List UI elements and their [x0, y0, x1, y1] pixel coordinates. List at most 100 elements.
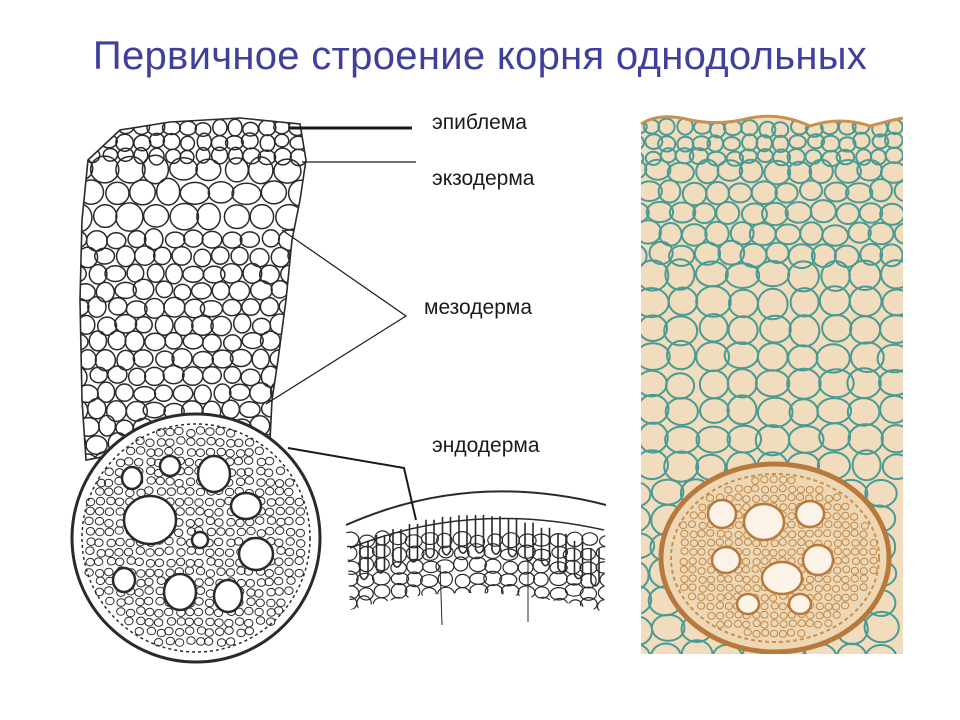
micrograph-stele-cell — [851, 547, 860, 556]
cortex-cell — [309, 246, 328, 266]
stele-cell — [294, 556, 304, 566]
micrograph-stele-cell — [779, 620, 788, 628]
micrograph-stele-cell — [797, 629, 806, 638]
stele-cell — [85, 546, 95, 556]
micrograph-cell — [722, 136, 742, 152]
stele-cell — [146, 626, 157, 636]
micrograph-cell — [844, 182, 874, 204]
cortex-cell — [210, 315, 233, 337]
micrograph-stele-cell — [779, 503, 788, 512]
stele-cell — [134, 588, 144, 597]
micrograph-cell — [774, 182, 799, 204]
label-epiblema: эпиблема — [432, 111, 527, 134]
micrograph-cell — [648, 240, 674, 266]
micrograph-cell — [644, 133, 664, 150]
stele-cell — [296, 539, 306, 548]
stele-cell — [274, 606, 284, 615]
stele-cell — [224, 626, 234, 635]
cortex-cell — [196, 202, 222, 231]
cortex-cell — [128, 179, 157, 206]
stele-cell — [266, 617, 276, 627]
cortex-cell — [106, 232, 127, 250]
micrograph-stele-cell — [869, 566, 878, 575]
stele-cell — [216, 447, 227, 457]
stele-cell — [266, 516, 277, 525]
micrograph-stele-cell — [688, 565, 697, 574]
stele-cell — [264, 577, 274, 587]
micrograph-stele-cell — [770, 619, 779, 628]
stele-cell — [134, 557, 145, 567]
detail-cell — [346, 545, 358, 561]
micrograph-stele-cell — [741, 565, 751, 574]
stele-cell — [264, 569, 274, 578]
micrograph-cell — [879, 314, 903, 345]
micrograph-stele-cell — [806, 611, 815, 620]
micrograph-stele-cell — [833, 566, 842, 575]
micrograph-cell — [657, 179, 682, 204]
micrograph-stele-cell — [687, 592, 697, 601]
stele-cell — [255, 516, 265, 525]
stele-cell — [123, 547, 134, 557]
micrograph-cell — [695, 425, 732, 454]
micrograph-cell — [834, 159, 862, 184]
leader-mezoderma — [265, 229, 408, 405]
micrograph-cell — [664, 397, 699, 426]
cortex-cell — [85, 118, 102, 138]
cortex-cell — [213, 383, 232, 404]
stele-cell — [95, 527, 105, 537]
stele-cell — [114, 497, 125, 507]
micrograph-stele-cell — [696, 601, 706, 610]
cortex-cell — [240, 368, 261, 387]
cortex-cell — [219, 263, 243, 284]
micrograph-stele-cell — [778, 629, 788, 638]
micrograph-cell — [868, 178, 893, 203]
micrograph-cell — [641, 158, 648, 180]
stele-cell — [213, 537, 224, 547]
stele-cell — [214, 548, 225, 557]
stele-cell — [264, 456, 275, 466]
detail-cell — [580, 572, 597, 589]
micrograph-vessel — [735, 592, 761, 616]
micrograph-stele-cell — [769, 475, 778, 484]
micrograph-stele-cell — [769, 629, 779, 638]
cortex-cell — [142, 204, 170, 228]
stele-cell — [215, 438, 225, 447]
stele-cell — [136, 569, 146, 578]
micrograph-cell — [772, 148, 791, 167]
detail-cell — [374, 557, 390, 572]
micrograph-cell — [851, 449, 882, 482]
micrograph-stele-cell — [815, 485, 824, 494]
xylem-vessel — [120, 465, 144, 491]
micrograph-stele-cell — [850, 521, 859, 530]
detail-cell — [518, 533, 537, 548]
endodermis-cell-wall — [573, 540, 584, 580]
stele-cell — [113, 486, 124, 495]
stele-cell — [246, 526, 256, 536]
stele-cell — [246, 597, 256, 607]
detail-cell — [358, 587, 374, 601]
micrograph-stele-cell — [824, 520, 833, 529]
micrograph-stele-cell — [814, 529, 823, 538]
micrograph-cell — [729, 221, 755, 246]
stele-cell — [284, 487, 294, 497]
cortex-cell — [85, 435, 108, 456]
micrograph-stele-cell — [778, 494, 787, 502]
stele-cell — [225, 637, 236, 646]
micrograph-stele-cell — [743, 538, 753, 546]
micrograph-stele-cell — [716, 620, 725, 629]
cortex-cell — [96, 381, 116, 404]
stele-cell — [285, 506, 295, 516]
stele-cell — [284, 478, 295, 487]
endodermis-cell-wall — [540, 527, 551, 567]
detail-cell — [598, 534, 606, 548]
detail-cell — [453, 556, 469, 572]
cortex-cell — [288, 418, 306, 437]
micrograph-cell — [847, 221, 872, 244]
cortex-cell — [305, 315, 306, 337]
cortex-cell — [298, 296, 306, 317]
micrograph-stele-cell — [805, 529, 814, 538]
micrograph-cell — [893, 179, 903, 203]
stele-cell — [295, 528, 305, 538]
micrograph-cell — [858, 202, 884, 224]
